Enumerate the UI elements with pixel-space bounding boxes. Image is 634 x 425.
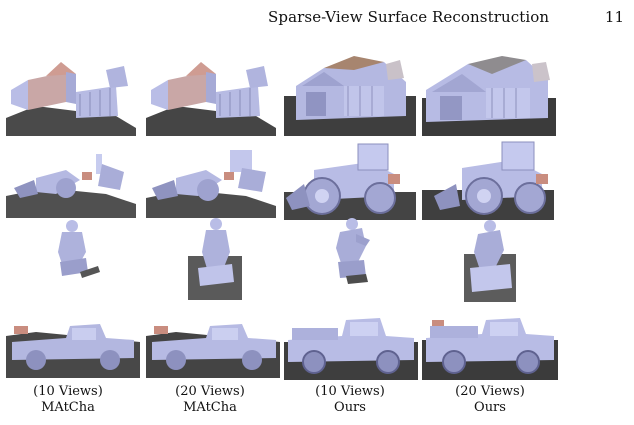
caption-col-1: (10 Views) MAtCha xyxy=(8,384,128,416)
loader-ours-20-image xyxy=(422,140,554,220)
caption-method-4: Ours xyxy=(474,400,506,415)
truck-matcha-10-image xyxy=(6,312,140,378)
truck-matcha-20-image xyxy=(146,312,280,378)
loader-matcha-20-image xyxy=(146,142,276,218)
statue-matcha-10-image xyxy=(46,218,106,288)
page-number: 11 xyxy=(604,8,624,26)
loader-ours-10-image xyxy=(284,140,416,220)
house-ours-20-image xyxy=(422,56,556,136)
statue-ours-10-image xyxy=(326,216,376,286)
caption-views-4: (20 Views) xyxy=(455,384,525,399)
caption-col-2: (20 Views) MAtCha xyxy=(150,384,270,416)
caption-views-1: (10 Views) xyxy=(33,384,103,399)
truck-ours-10-image xyxy=(284,312,418,380)
caption-method-2: MAtCha xyxy=(183,400,237,415)
caption-views-2: (20 Views) xyxy=(175,384,245,399)
caption-col-3: (10 Views) Ours xyxy=(290,384,410,416)
page-header: Sparse-View Surface Reconstruction 11 xyxy=(0,8,634,28)
house-ours-10-image xyxy=(284,56,416,136)
caption-col-4: (20 Views) Ours xyxy=(430,384,550,416)
caption-method-1: MAtCha xyxy=(41,400,95,415)
truck-ours-20-image xyxy=(422,312,558,380)
statue-matcha-20-image xyxy=(188,216,242,300)
running-title: Sparse-View Surface Reconstruction xyxy=(268,8,550,26)
statue-ours-20-image xyxy=(464,218,516,302)
house-matcha-10-image xyxy=(6,58,136,136)
loader-matcha-10-image xyxy=(6,142,136,218)
house-matcha-20-image xyxy=(146,58,276,136)
caption-views-3: (10 Views) xyxy=(315,384,385,399)
caption-method-3: Ours xyxy=(334,400,366,415)
